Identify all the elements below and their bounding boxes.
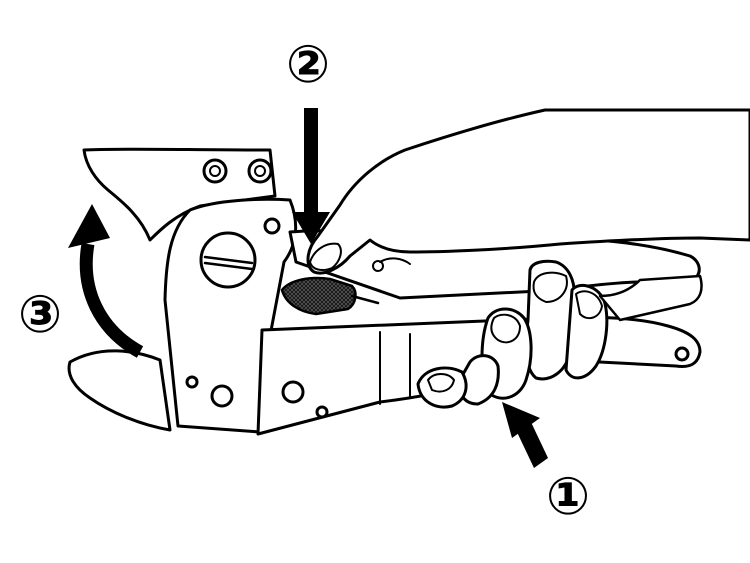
handle-ring (372, 260, 384, 272)
finger-3-nail (490, 313, 521, 344)
body-hole-4 (281, 380, 305, 404)
blade-rivet-1-inner (209, 165, 221, 177)
wrist (598, 274, 703, 322)
step-1-label: ① (546, 467, 590, 527)
release-lever (280, 276, 357, 316)
step-3-label: ③ (18, 285, 62, 345)
step-2-label: ② (286, 35, 330, 95)
finger-2-nail (575, 290, 603, 320)
lever-pin (350, 294, 380, 305)
upper-hand-knuckle (379, 257, 411, 265)
handle-hole (674, 346, 690, 362)
thumb-nail (309, 242, 342, 271)
blade-rivet-2-inner (254, 165, 266, 177)
body-hole-5 (315, 405, 329, 419)
arrow-up-left-icon (502, 402, 548, 468)
finger-5-nail (427, 373, 455, 393)
upper-hand (306, 108, 750, 275)
curved-arrow-up-icon (68, 204, 144, 358)
body-hole-3 (210, 384, 234, 408)
finger-1-nail (532, 271, 568, 303)
body-hole-1 (263, 217, 281, 235)
pivot-screw-slot (203, 255, 254, 265)
arrow-down-icon (292, 108, 330, 244)
body-hole-2 (185, 375, 199, 389)
pivot-screw-slot-2 (203, 261, 254, 271)
lower-jaw (67, 349, 172, 432)
